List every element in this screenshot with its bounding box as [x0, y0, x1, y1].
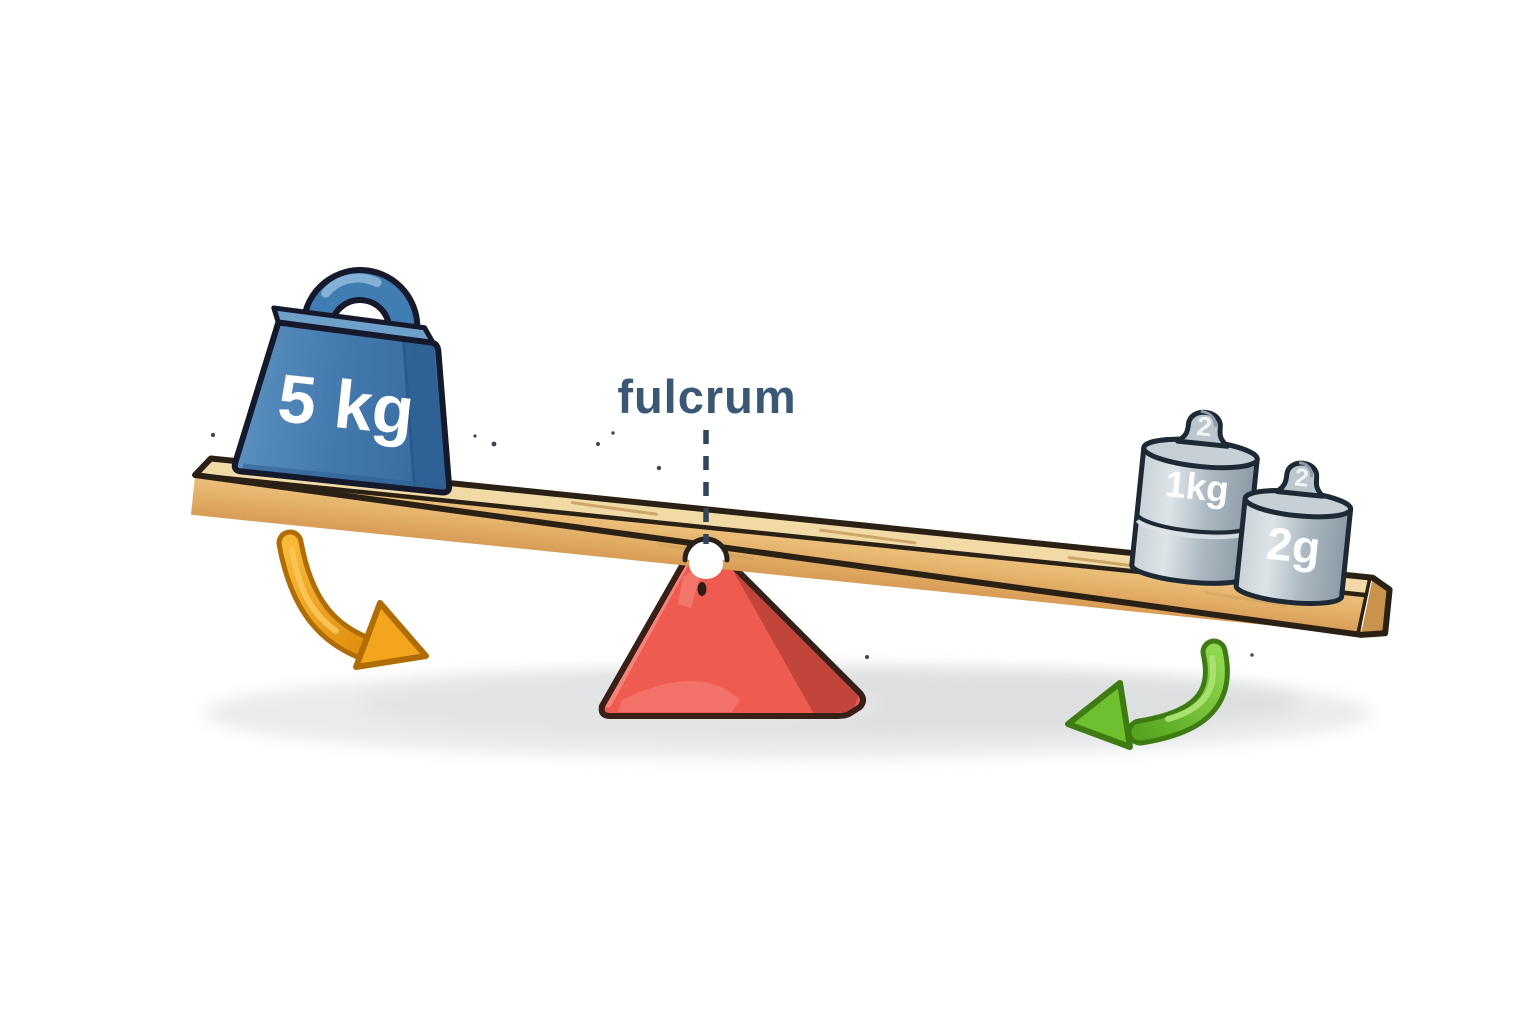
grain-line — [1204, 591, 1287, 607]
plank-end-face — [1360, 577, 1390, 635]
knob-label: 2 — [1293, 463, 1310, 492]
pyramid-base-highlight — [618, 681, 740, 712]
right-weight-1kg-label: 1kg — [1163, 463, 1231, 510]
arrow-highlight — [1165, 655, 1217, 722]
right-weight-2g-label: 2g — [1264, 517, 1323, 574]
speck — [210, 432, 216, 438]
pyramid-pin-hole — [697, 582, 707, 596]
arrow-highlight — [289, 547, 339, 634]
speck — [611, 431, 615, 435]
grain-line — [570, 501, 658, 516]
arrow-head — [1065, 680, 1133, 750]
handle-highlight — [321, 273, 382, 298]
speck — [473, 434, 477, 438]
speck — [865, 655, 869, 659]
speck — [1250, 653, 1254, 657]
weight-body — [234, 322, 450, 493]
left-weight-label: 5 kg — [274, 360, 417, 450]
plank-group: 2 1kg 2 2g — [190, 409, 1393, 638]
fulcrum-pyramid — [598, 550, 866, 719]
left-rotation-arrow — [276, 529, 429, 670]
right-weight-2g: 2 2g — [1233, 460, 1354, 606]
ink-specks — [210, 431, 1254, 659]
knob-shading-line — [1200, 409, 1217, 428]
arrow-body — [1131, 643, 1225, 741]
right-weight-1kg: 2 1kg — [1129, 409, 1260, 586]
weight-bottom-shading — [242, 463, 443, 493]
grain-line — [819, 528, 917, 545]
plank-outline — [192, 455, 1393, 638]
left-weight-5kg: 5 kg — [231, 267, 453, 496]
fulcrum-callout: fulcrum — [617, 370, 796, 544]
knob-label: 2 — [1195, 411, 1213, 442]
speck — [596, 442, 600, 446]
right-rotation-arrow — [1065, 638, 1230, 750]
weight-body-shaded-side — [403, 338, 448, 493]
pyramid-side-face — [727, 560, 860, 714]
weight-fold-line — [401, 338, 417, 490]
plank-end-edge-line — [1356, 579, 1372, 634]
pyramid-apex-highlight — [678, 571, 701, 608]
weight-outline — [231, 319, 453, 496]
speck — [656, 465, 662, 471]
plank — [190, 455, 1393, 638]
knob-shading-line — [1298, 461, 1314, 478]
fulcrum-label: fulcrum — [617, 370, 796, 423]
speck — [491, 441, 497, 447]
arrow-head — [353, 600, 429, 670]
plank-top-face — [195, 458, 1373, 596]
